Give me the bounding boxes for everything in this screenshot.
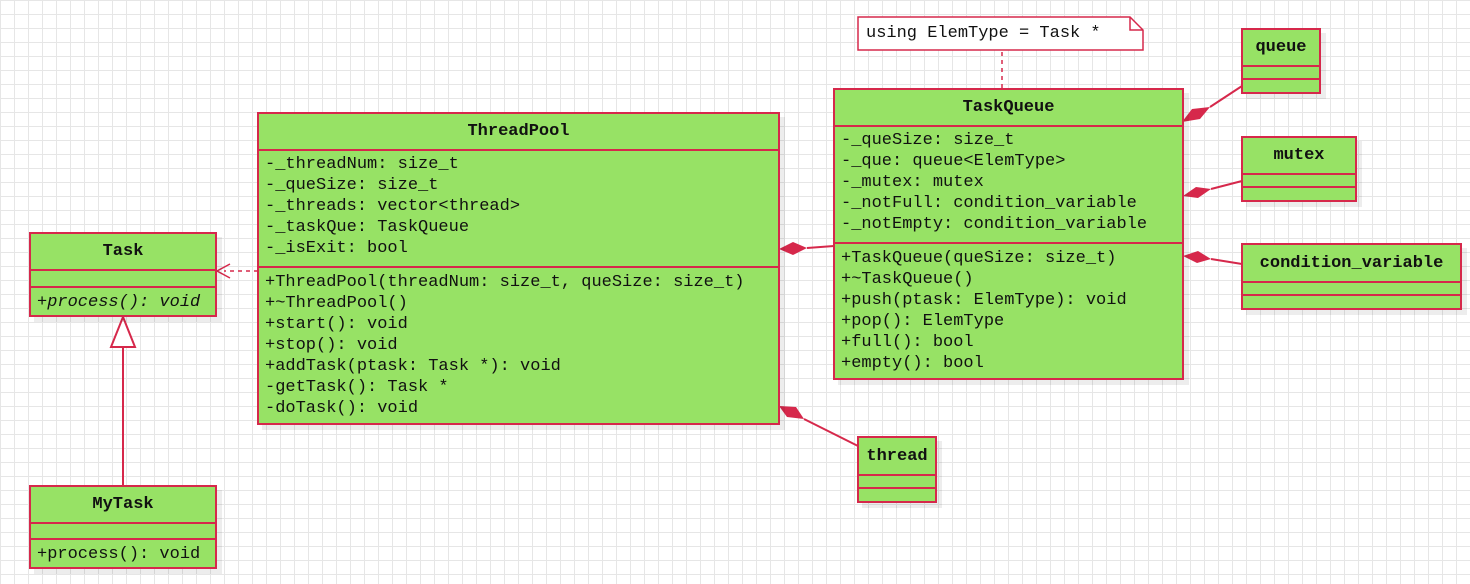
attribute: -_mutex: mutex (841, 173, 984, 192)
class-taskqueue-methods: +TaskQueue(queSize: size_t) +~TaskQueue(… (835, 244, 1182, 374)
class-mutex[interactable]: mutex (1241, 136, 1357, 202)
attribute: -_threads: vector<thread> (265, 197, 521, 216)
class-queue-attributes (1243, 67, 1319, 80)
composition-diamond-queue (1182, 107, 1210, 122)
class-thread[interactable]: thread (857, 436, 937, 503)
method: +pop(): ElemType (841, 312, 1005, 331)
class-taskqueue-attributes: -_queSize: size_t -_que: queue<ElemType>… (835, 127, 1182, 244)
class-mytask-attributes (31, 524, 215, 540)
composition-line-thread (803, 418, 859, 447)
attribute: -_taskQue: TaskQueue (265, 218, 470, 237)
method: -doTask(): void (265, 399, 419, 418)
method: +start(): void (265, 315, 408, 334)
composition-line-condvar (1210, 258, 1243, 265)
method: +full(): bool (841, 333, 974, 352)
class-threadpool-name: ThreadPool (259, 114, 778, 151)
method: +ThreadPool(threadNum: size_t, queSize: … (265, 273, 745, 292)
attribute: -_queSize: size_t (265, 176, 439, 195)
attribute: -_notFull: condition_variable (841, 194, 1137, 213)
class-threadpool[interactable]: ThreadPool -_threadNum: size_t -_queSize… (257, 112, 780, 425)
class-threadpool-methods: +ThreadPool(threadNum: size_t, queSize: … (259, 268, 778, 419)
method: +addTask(ptask: Task *): void (265, 357, 561, 376)
class-queue[interactable]: queue (1241, 28, 1321, 94)
dependency-arrowhead (215, 263, 231, 279)
class-mytask-name: MyTask (31, 487, 215, 524)
class-queue-name: queue (1243, 30, 1319, 67)
class-condition-variable-name: condition_variable (1243, 245, 1460, 283)
composition-line-taskqueue (806, 245, 835, 249)
class-threadpool-attributes: -_threadNum: size_t -_queSize: size_t -_… (259, 151, 778, 268)
composition-diamond-taskqueue (779, 242, 807, 255)
note-text: using ElemType = Task * (866, 24, 1101, 43)
composition-diamond-thread (779, 406, 804, 419)
method: -getTask(): Task * (265, 378, 449, 397)
attribute: -_notEmpty: condition_variable (841, 215, 1148, 234)
class-task-name: Task (31, 234, 215, 271)
class-mutex-name: mutex (1243, 138, 1355, 175)
class-condition-variable-attributes (1243, 283, 1460, 296)
class-condition-variable[interactable]: condition_variable (1241, 243, 1462, 310)
method: +~ThreadPool() (265, 294, 408, 313)
method: +push(ptask: ElemType): void (841, 291, 1127, 310)
class-thread-name: thread (859, 438, 935, 476)
composition-line-queue (1209, 85, 1243, 108)
composition-diamond-condvar (1183, 251, 1211, 263)
composition-line-mutex (1210, 180, 1243, 190)
attribute: -_queSize: size_t (841, 131, 1015, 150)
method: +stop(): void (265, 336, 398, 355)
attribute: -_threadNum: size_t (265, 155, 459, 174)
class-mytask[interactable]: MyTask +process(): void (29, 485, 217, 569)
method: +process(): void (37, 545, 201, 564)
composition-diamond-mutex (1183, 187, 1211, 198)
inheritance-triangle (109, 314, 137, 348)
class-mytask-methods: +process(): void (31, 540, 215, 565)
method: +empty(): bool (841, 354, 984, 373)
class-task-methods: +process(): void (31, 288, 215, 313)
method: +process(): void (37, 293, 201, 312)
class-thread-attributes (859, 476, 935, 489)
class-taskqueue[interactable]: TaskQueue -_queSize: size_t -_que: queue… (833, 88, 1184, 380)
method: +TaskQueue(queSize: size_t) (841, 249, 1117, 268)
attribute: -_isExit: bool (265, 239, 408, 258)
class-mutex-attributes (1243, 175, 1355, 188)
class-task-attributes (31, 271, 215, 288)
method: +~TaskQueue() (841, 270, 974, 289)
type-alias-note: using ElemType = Task * (857, 16, 1144, 51)
note-shape (857, 16, 1144, 51)
class-task[interactable]: Task +process(): void (29, 232, 217, 317)
attribute: -_que: queue<ElemType> (841, 152, 1066, 171)
class-taskqueue-name: TaskQueue (835, 90, 1182, 127)
